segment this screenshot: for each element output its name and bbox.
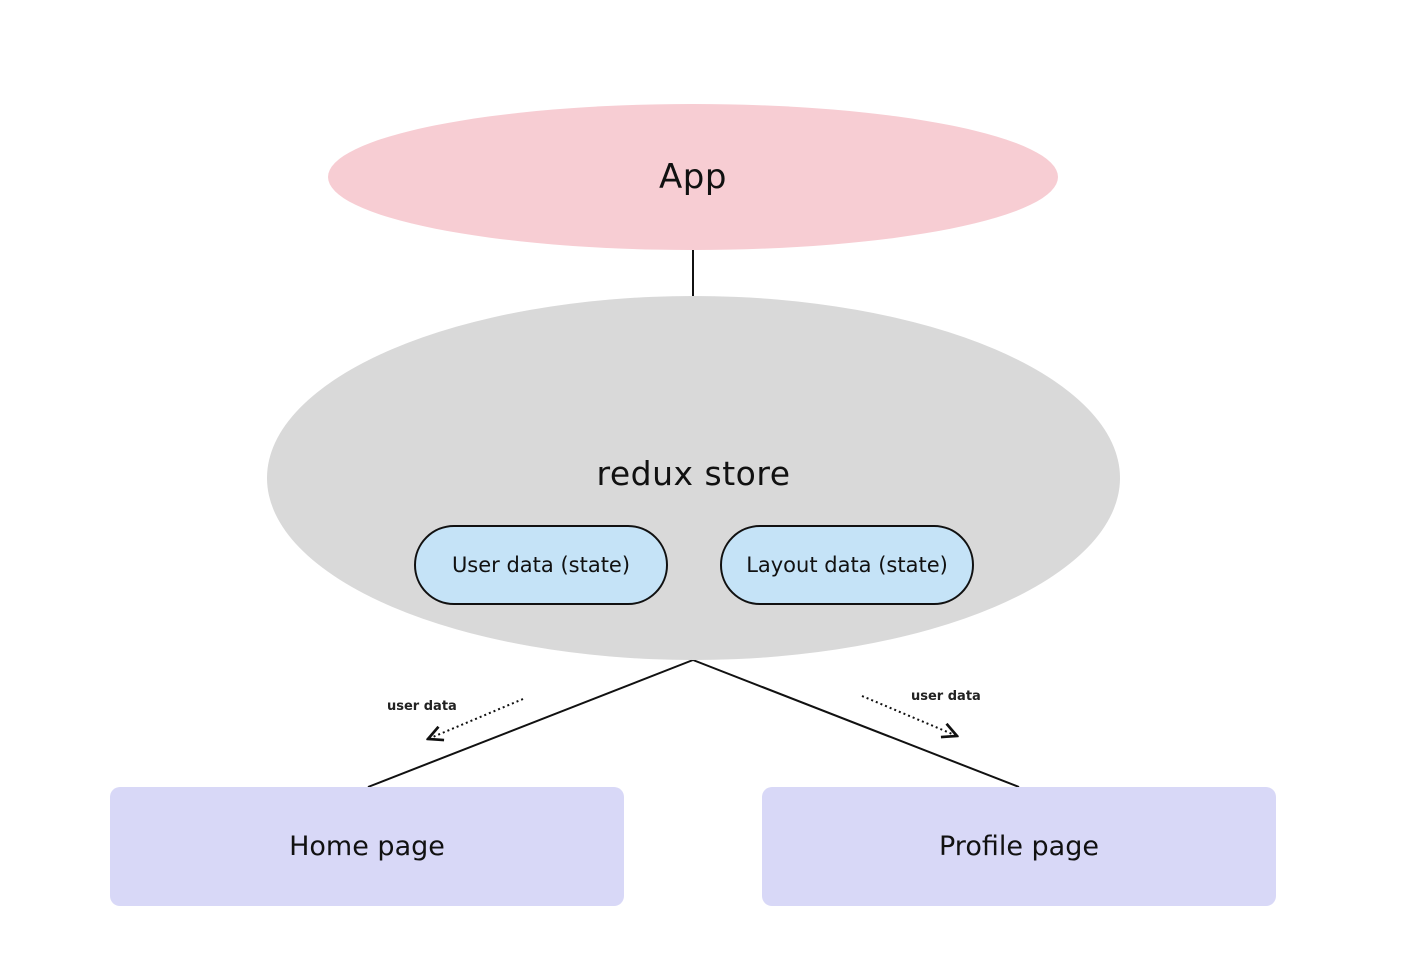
flow-arrow-to-home <box>428 698 524 739</box>
redux-store-label: redux store <box>596 454 791 493</box>
layout-data-state-label: Layout data (state) <box>746 553 948 577</box>
home-page-node: Home page <box>110 787 624 906</box>
profile-page-label: Profile page <box>939 831 1099 862</box>
flow-label-to-profile: user data <box>911 689 981 704</box>
layout-data-state-node: Layout data (state) <box>720 525 974 605</box>
flow-label-to-home: user data <box>387 699 457 714</box>
redux-store-node: redux store User data (state) Layout dat… <box>267 296 1120 660</box>
home-page-label: Home page <box>289 831 445 862</box>
app-node: App <box>328 104 1058 250</box>
app-node-label: App <box>659 157 727 197</box>
profile-page-node: Profile page <box>762 787 1276 906</box>
user-data-state-node: User data (state) <box>414 525 668 605</box>
user-data-state-label: User data (state) <box>451 553 631 577</box>
flow-arrow-to-profile <box>861 695 957 736</box>
edge-store-to-home <box>367 659 694 788</box>
edge-store-to-profile <box>692 659 1020 788</box>
